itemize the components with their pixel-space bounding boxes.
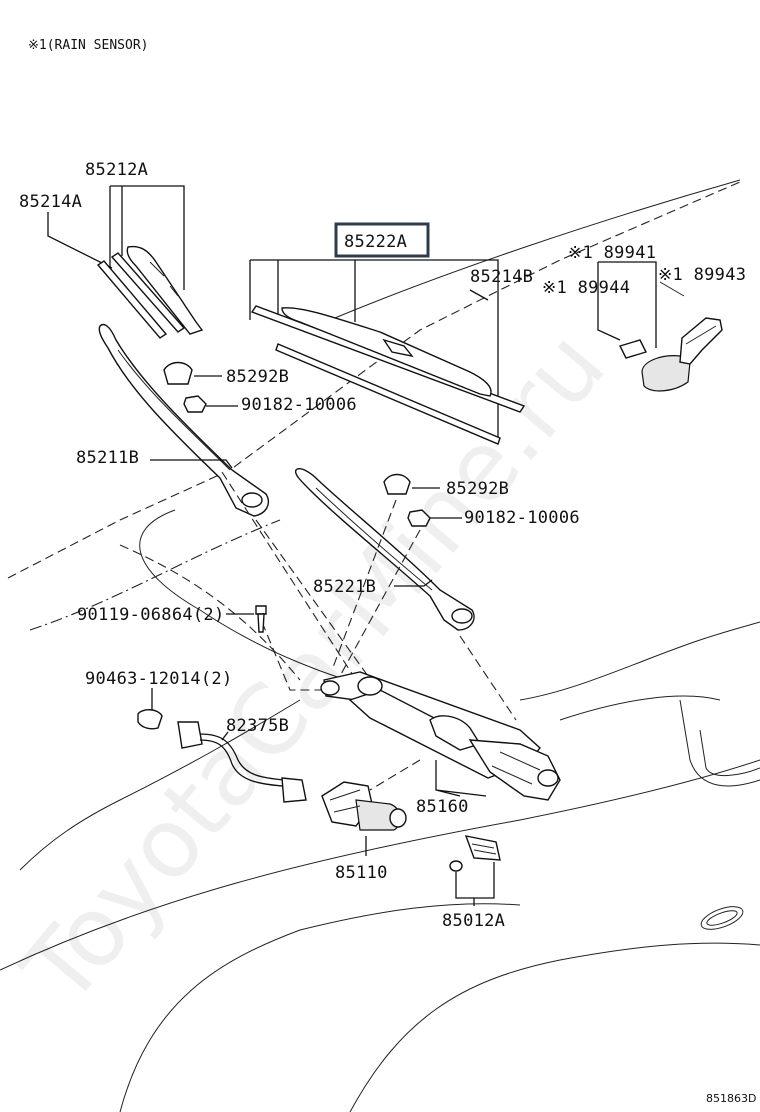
vehicle-body-outline bbox=[0, 179, 760, 1112]
label-89941: ※1 89941 bbox=[568, 243, 656, 263]
label-90119: 90119-06864(2) bbox=[77, 605, 225, 625]
label-90463: 90463-12014(2) bbox=[85, 669, 233, 689]
left-wiper-arm bbox=[98, 323, 270, 517]
label-82375B: 82375B bbox=[226, 716, 289, 736]
wiper-motor bbox=[321, 781, 407, 856]
diagram-code: 851863D bbox=[706, 1092, 756, 1105]
label-85292B-top: 85292B bbox=[226, 367, 289, 387]
rain-sensor-parts bbox=[597, 261, 723, 392]
label-90182-top: 90182-10006 bbox=[241, 395, 357, 415]
highlight-box-85222A bbox=[334, 222, 430, 258]
label-85012A: 85012A bbox=[442, 911, 505, 931]
label-85110: 85110 bbox=[335, 863, 388, 883]
label-85221B: 85221B bbox=[313, 577, 376, 597]
cap-85292B-left bbox=[163, 361, 222, 385]
nut-90182-right bbox=[407, 509, 462, 527]
right-wiper-blade-assembly bbox=[249, 259, 526, 445]
label-85292B-right: 85292B bbox=[446, 479, 509, 499]
bracket-85012A bbox=[449, 835, 501, 906]
clip-90463 bbox=[137, 688, 163, 730]
label-85214B: 85214B bbox=[470, 267, 533, 287]
cap-85292B-right bbox=[383, 473, 440, 495]
label-85211B: 85211B bbox=[76, 448, 139, 468]
left-wiper-blade-assembly bbox=[47, 185, 204, 339]
label-85212A: 85212A bbox=[85, 160, 148, 180]
label-85160: 85160 bbox=[416, 797, 469, 817]
assembly-guide-lines bbox=[221, 471, 517, 791]
bolt-90119 bbox=[226, 605, 267, 633]
rain-sensor-note: ※1(RAIN SENSOR) bbox=[28, 38, 148, 53]
label-89943: ※1 89943 bbox=[658, 265, 746, 285]
wiper-link-assembly bbox=[320, 671, 561, 801]
wire-harness-82375B bbox=[177, 721, 307, 803]
right-wiper-arm bbox=[294, 468, 475, 631]
label-89944: ※1 89944 bbox=[542, 278, 630, 298]
label-90182-right: 90182-10006 bbox=[464, 508, 580, 528]
label-85222A: 85222A bbox=[344, 232, 407, 252]
nut-90182-left bbox=[183, 395, 238, 413]
label-85214A: 85214A bbox=[19, 192, 82, 212]
